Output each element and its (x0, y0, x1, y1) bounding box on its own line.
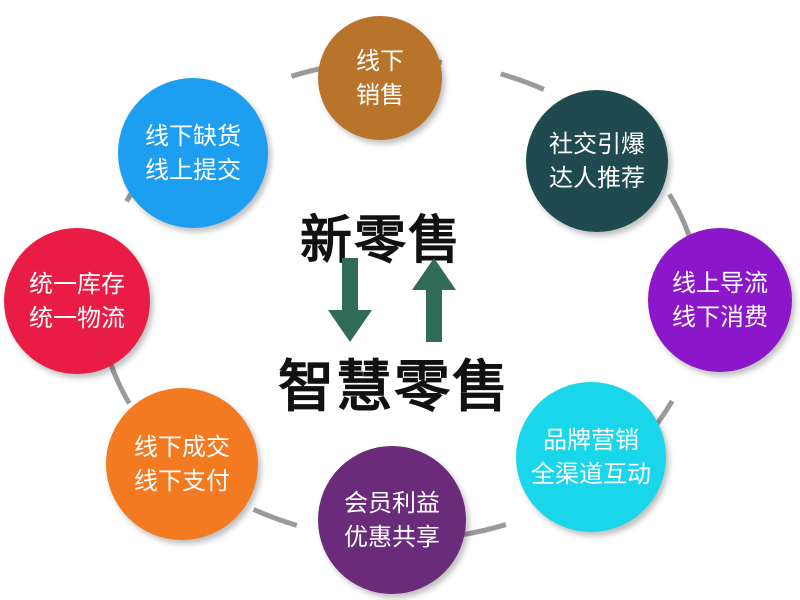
node-unified-inventory: 统一库存 统一物流 (4, 228, 150, 374)
node-label-line: 品牌营销 (543, 426, 639, 454)
node-label-line: 会员利益 (344, 489, 440, 517)
node-brand-marketing: 品牌营销 全渠道互动 (516, 382, 666, 532)
node-label-line: 统一物流 (29, 304, 125, 332)
title-smart-retail: 智慧零售 (278, 355, 510, 420)
node-label-line: 线上导流 (672, 269, 768, 297)
node-online-to-offline: 线上导流 线下消费 (648, 228, 792, 372)
node-label-line: 线上提交 (145, 156, 241, 184)
node-label-line: 销售 (356, 81, 404, 109)
node-label-line: 线下缺货 (145, 122, 241, 150)
arrow-up-icon (412, 258, 456, 342)
node-label-line: 线下成交 (134, 433, 230, 461)
node-offline-payment: 线下成交 线下支付 (106, 388, 258, 540)
node-label-line: 优惠共享 (344, 523, 440, 551)
node-label-line: 达人推荐 (549, 164, 645, 192)
node-label-line: 线下支付 (134, 467, 230, 495)
node-label-line: 线下消费 (672, 303, 768, 331)
node-member-benefits: 会员利益 优惠共享 (318, 446, 466, 594)
node-label-line: 统一库存 (29, 270, 125, 298)
node-social-influencer: 社交引爆 达人推荐 (526, 90, 668, 232)
node-offline-stockout: 线下缺货 线上提交 (118, 78, 268, 228)
node-label-line: 社交引爆 (549, 130, 645, 158)
node-offline-sales: 线下 销售 (318, 16, 442, 140)
arrow-down-icon (328, 258, 372, 342)
node-label-line: 全渠道互动 (531, 460, 651, 488)
node-label-line: 线下 (356, 47, 404, 75)
